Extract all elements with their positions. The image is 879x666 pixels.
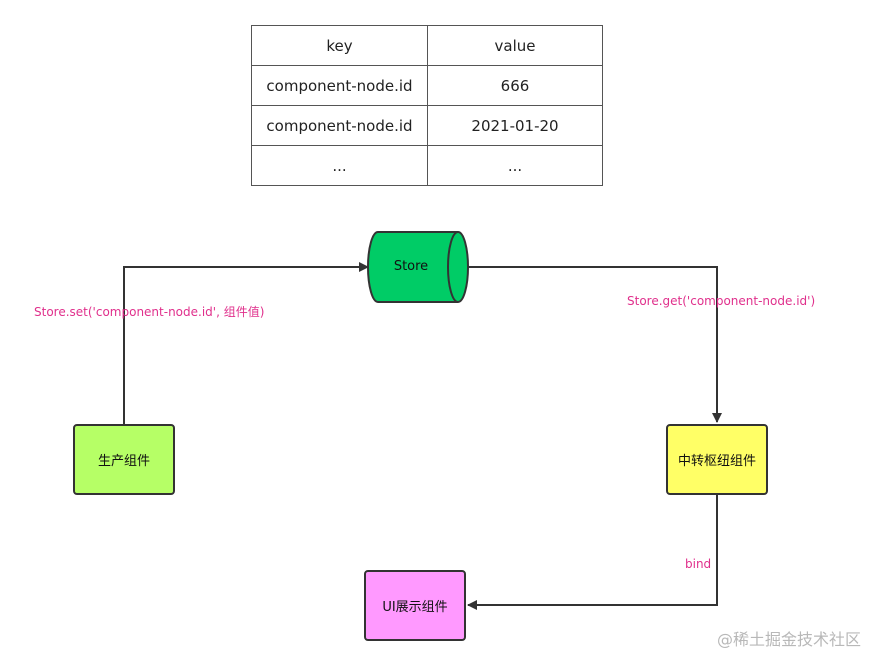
edge-get: [468, 266, 722, 423]
producer-label: 生产组件: [97, 454, 150, 469]
store-node: Store: [367, 231, 469, 303]
ui-display-label: UI展示组件: [382, 600, 448, 615]
table-row: ... ...: [251, 145, 603, 186]
watermark: @稀土掘金技术社区: [716, 630, 861, 649]
table-header-value: value: [427, 25, 603, 66]
edge-set-label: Store.set('component-node.id', 组件值): [34, 305, 265, 319]
table-header-key: key: [251, 25, 428, 66]
edge-get-label: Store.get('component-node.id'): [627, 294, 816, 308]
table-cell-value: 2021-01-20: [427, 105, 603, 146]
table-cell-value: 666: [427, 65, 603, 106]
table-row: component-node.id 2021-01-20: [251, 105, 603, 146]
table-header-row: key value: [251, 25, 603, 66]
relay-label: 中转枢纽组件: [677, 454, 756, 469]
table-cell-value: ...: [427, 145, 603, 186]
store-label: Store: [394, 259, 428, 274]
key-value-table: key value component-node.id 666 componen…: [251, 25, 603, 186]
edge-bind: [467, 495, 718, 610]
store-cylinder-cap: [447, 231, 459, 303]
table-row: component-node.id 666: [251, 65, 603, 106]
table-cell-key: ...: [251, 145, 428, 186]
edge-set: [123, 262, 369, 424]
edge-bind-label: bind: [685, 557, 712, 571]
relay-node: 中转枢纽组件: [666, 424, 768, 495]
producer-node: 生产组件: [73, 424, 175, 495]
ui-display-node: UI展示组件: [364, 570, 466, 641]
